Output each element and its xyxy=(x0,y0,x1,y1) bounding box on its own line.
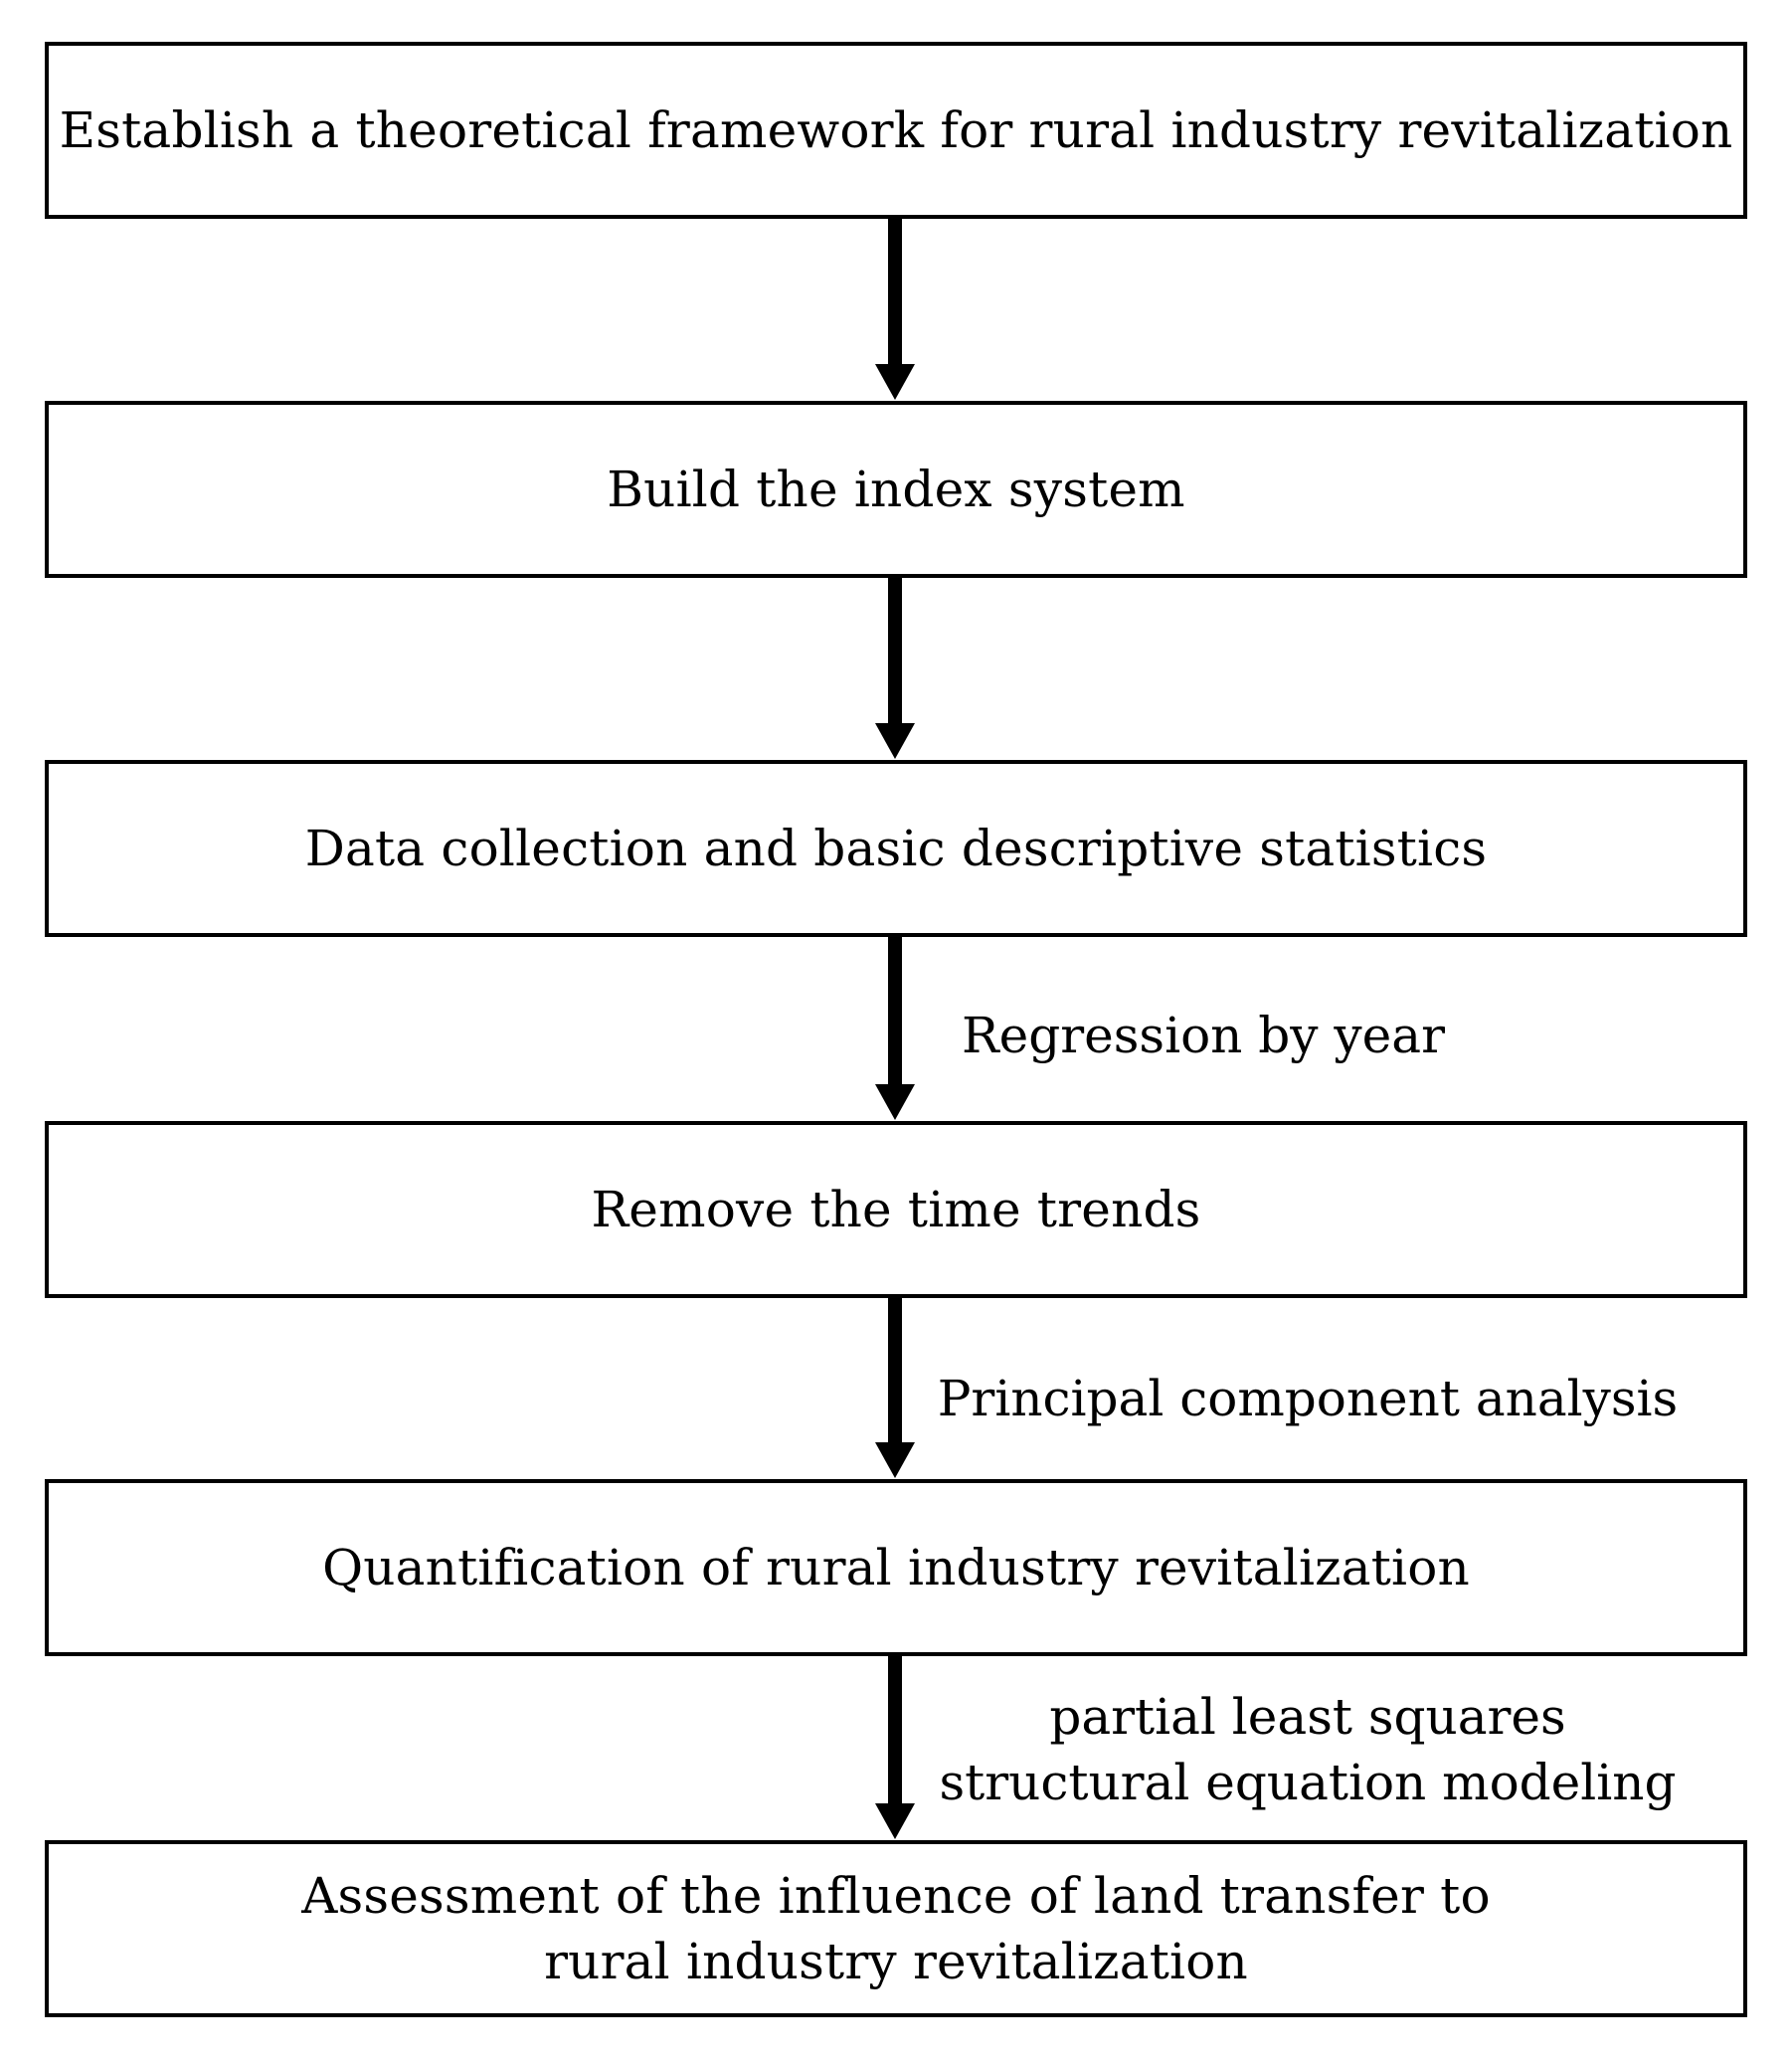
transition-label-pls-sem: partial least squares structural equatio… xyxy=(939,1688,1677,1811)
arrow-head xyxy=(875,1084,915,1120)
arrow-shaft xyxy=(888,578,902,727)
step-box-assessment: Assessment of the influence of land tran… xyxy=(45,1840,1747,2017)
step-label-quantification: Quantification of rural industry revital… xyxy=(322,1539,1470,1596)
arrow-down-3 xyxy=(875,937,915,1120)
arrow-shaft xyxy=(888,937,902,1088)
arrow-head xyxy=(875,1442,915,1478)
arrow-down-2 xyxy=(875,578,915,759)
arrow-head xyxy=(875,723,915,759)
arrow-down-5 xyxy=(875,1656,915,1839)
step-label-data-collection: Data collection and basic descriptive st… xyxy=(304,820,1488,877)
step-label-index-system: Build the index system xyxy=(607,461,1185,518)
arrow-shaft xyxy=(888,1656,902,1807)
arrow-head xyxy=(875,364,915,400)
step-label-assessment: Assessment of the influence of land tran… xyxy=(301,1867,1491,1990)
arrow-head xyxy=(875,1803,915,1839)
transition-label-pca: Principal component analysis xyxy=(937,1370,1679,1427)
step-box-remove-trends: Remove the time trends xyxy=(45,1121,1747,1298)
step-box-index-system: Build the index system xyxy=(45,401,1747,578)
arrow-down-4 xyxy=(875,1298,915,1478)
transition-label-regression: Regression by year xyxy=(962,1007,1445,1064)
step-label-remove-trends: Remove the time trends xyxy=(591,1181,1201,1238)
step-box-framework: Establish a theoretical framework for ru… xyxy=(45,42,1747,219)
step-label-framework: Establish a theoretical framework for ru… xyxy=(59,101,1733,159)
step-box-quantification: Quantification of rural industry revital… xyxy=(45,1479,1747,1656)
arrow-shaft xyxy=(888,219,902,368)
arrow-shaft xyxy=(888,1298,902,1446)
arrow-down-1 xyxy=(875,219,915,400)
step-box-data-collection: Data collection and basic descriptive st… xyxy=(45,760,1747,937)
